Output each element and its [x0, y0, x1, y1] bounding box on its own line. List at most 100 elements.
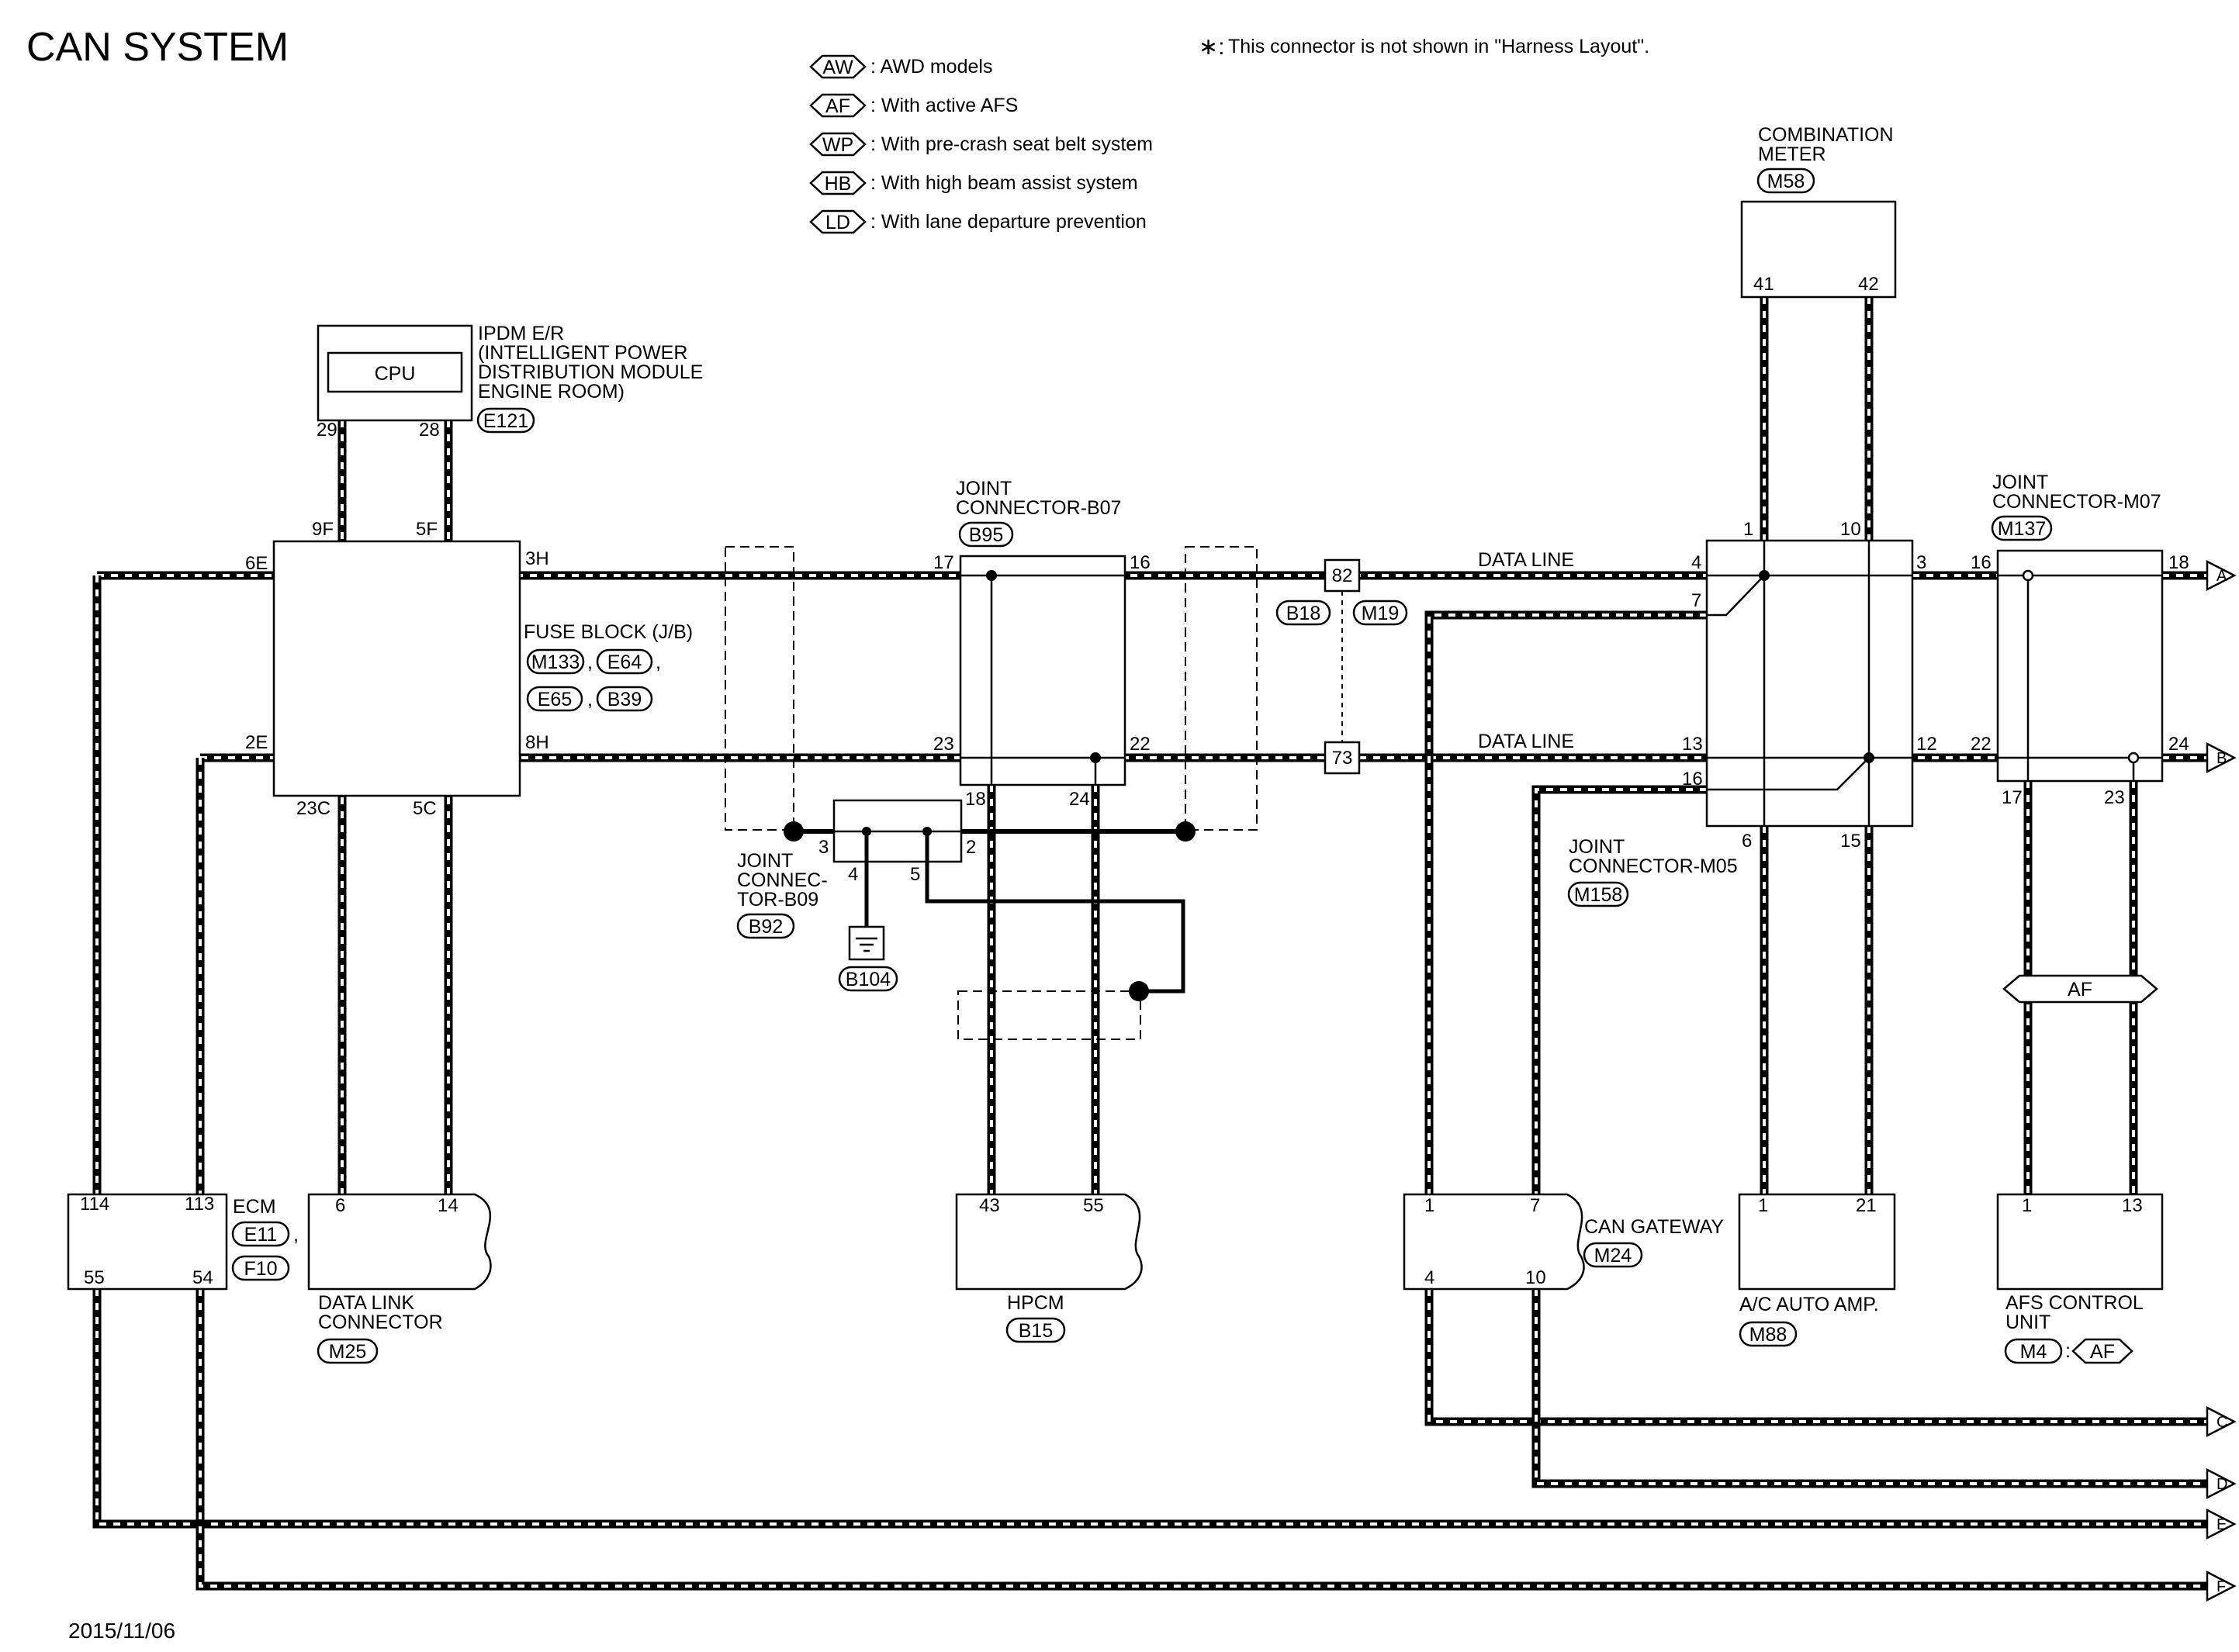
joint-connector-m07: 16 18 22 24 17 23 JOINT CONNECTOR-M07 M1… [1971, 472, 2189, 808]
hpcm-name: HPCM [1007, 1292, 1064, 1314]
pin-label: 41 [1753, 274, 1774, 295]
legend-text: : With high beam assist system [870, 172, 1138, 194]
harness-layout-note: This connector is not shown in "Harness … [1228, 36, 1649, 57]
joint-connector-b09: 3 2 4 5 JOINT CONNEC- TOR-B09 B92 B104 [736, 799, 1185, 1001]
can-wire [92, 1289, 2207, 1529]
can-wire-stripe [1535, 1289, 2207, 1485]
fuse-block: 9F 5F 6E 3H 2E 8H 23C 5C FUSE BLOCK (J/B… [245, 519, 693, 819]
can-wire [196, 1289, 2207, 1591]
pin-label: 12 [1916, 734, 1937, 755]
shield-dot [1175, 821, 1196, 842]
connector-id: F10 [244, 1258, 277, 1280]
pin-label: 9F [312, 519, 334, 540]
ipdm-name: (INTELLIGENT POWER [478, 342, 687, 364]
can-gateway: 1 7 4 10 CAN GATEWAY M24 [1403, 1193, 1724, 1291]
note-mark: ∗: [1199, 34, 1224, 60]
legend-text: : With pre-crash seat belt system [870, 133, 1153, 155]
connector-id: B95 [969, 524, 1003, 546]
connector-id: M4 [2020, 1341, 2047, 1363]
can-wire-stripe [1427, 1289, 2207, 1423]
pin-label: 3 [1916, 552, 1926, 573]
inline-connector: 82 73 B18 M19 [1275, 558, 1408, 775]
connector-id: M24 [1594, 1245, 1632, 1267]
pin-label: 13 [2122, 1195, 2143, 1216]
legend-code: HB [825, 173, 852, 195]
joint-m05-name: CONNECTOR-M05 [1569, 855, 1738, 877]
comma: , [293, 1224, 299, 1246]
legend-text: : With lane departure prevention [870, 211, 1147, 233]
ground-id: B104 [846, 969, 891, 990]
meter-name: METER [1758, 143, 1826, 165]
pin-label: 24 [1069, 789, 1090, 810]
arrow-shape [2206, 1508, 2237, 1540]
arrow-shape [2206, 559, 2237, 592]
connector-id: M137 [1998, 518, 2047, 540]
pin-label: 1 [1743, 519, 1753, 540]
data-link-connector: 6 14 DATA LINK CONNECTOR M25 [307, 1193, 492, 1364]
connector-id: B92 [749, 916, 783, 938]
meter-name: COMBINATION [1758, 124, 1894, 146]
can-gateway-name: CAN GATEWAY [1584, 1216, 1724, 1238]
pin-label: 7 [1691, 590, 1701, 611]
ecm-name: ECM [233, 1196, 276, 1218]
pin-label: 42 [1858, 274, 1879, 295]
pin-label: 6 [335, 1195, 345, 1216]
pin-label: 6E [245, 553, 268, 574]
pin-label: 2E [245, 732, 268, 753]
pin-label: 24 [2168, 734, 2189, 755]
pin-label: 4 [1691, 552, 1701, 573]
pin-label: 21 [1856, 1195, 1877, 1216]
af-tag-label: AF [2068, 979, 2092, 1001]
arrow-label: B [2217, 750, 2227, 767]
pin-label: 8H [525, 732, 549, 753]
pin-label: 10 [1840, 519, 1861, 540]
pin-label: 29 [317, 420, 337, 441]
joint-connector-b07: 17 16 23 22 18 24 JOINT CONNECTOR-B07 B9… [933, 478, 1151, 810]
pin-label: 16 [1682, 769, 1703, 790]
pin-label: 17 [933, 552, 954, 573]
ipdm-name: DISTRIBUTION MODULE [478, 361, 703, 383]
arrow-label: E [2217, 1516, 2227, 1533]
can-wires [92, 297, 2207, 1591]
pin-label: 14 [438, 1195, 459, 1216]
connector-id: E64 [607, 651, 642, 673]
joint-m07-name: CONNECTOR-M07 [1992, 491, 2161, 513]
off-page-arrow-e: E [2206, 1508, 2237, 1540]
connector-id: M88 [1749, 1324, 1787, 1346]
pin-label: 114 [80, 1194, 109, 1215]
off-page-arrow-a: A [2206, 559, 2237, 592]
pin-label: 2 [966, 837, 976, 858]
pin-label: 18 [2168, 552, 2189, 573]
arrow-shape [2206, 1570, 2237, 1602]
connector-id: M25 [329, 1341, 367, 1363]
pin-label: 23C [296, 798, 330, 819]
connector-id: B15 [1019, 1320, 1053, 1342]
pin-label: 10 [1525, 1267, 1546, 1288]
arrow-label: D [2217, 1476, 2227, 1493]
ipdm-name: ENGINE ROOM) [478, 381, 625, 403]
arrow-label: A [2217, 568, 2227, 585]
pin-label: 18 [965, 789, 986, 810]
pin-label: 113 [185, 1194, 214, 1215]
joint-b09-name: JOINT [737, 850, 793, 872]
af-option-tag: AF [2002, 974, 2158, 1004]
connector-id: E65 [538, 689, 572, 710]
comma: , [587, 689, 593, 710]
pin-label: 28 [419, 420, 440, 441]
pin-label: 6 [1742, 831, 1752, 852]
connector-id: M158 [1574, 884, 1623, 906]
pin-label: 7 [1530, 1195, 1540, 1216]
off-page-arrow-b: B [2206, 741, 2237, 774]
joint-b07-name: CONNECTOR-B07 [956, 497, 1121, 519]
pin-label: 23 [2104, 787, 2125, 808]
ecm: 114 113 55 54 ECM E11 , F10 [67, 1193, 299, 1291]
legend-item-ld: LD : With lane departure prevention [809, 209, 1147, 234]
off-page-arrow-c: C [2206, 1405, 2237, 1438]
legend-code: LD [825, 212, 850, 233]
pin-label: 3 [818, 837, 829, 858]
pin-label: 17 [2002, 787, 2023, 808]
pin-label: 16 [1130, 552, 1151, 573]
colon: : [2065, 1340, 2071, 1362]
dlc-name: CONNECTOR [318, 1312, 443, 1333]
